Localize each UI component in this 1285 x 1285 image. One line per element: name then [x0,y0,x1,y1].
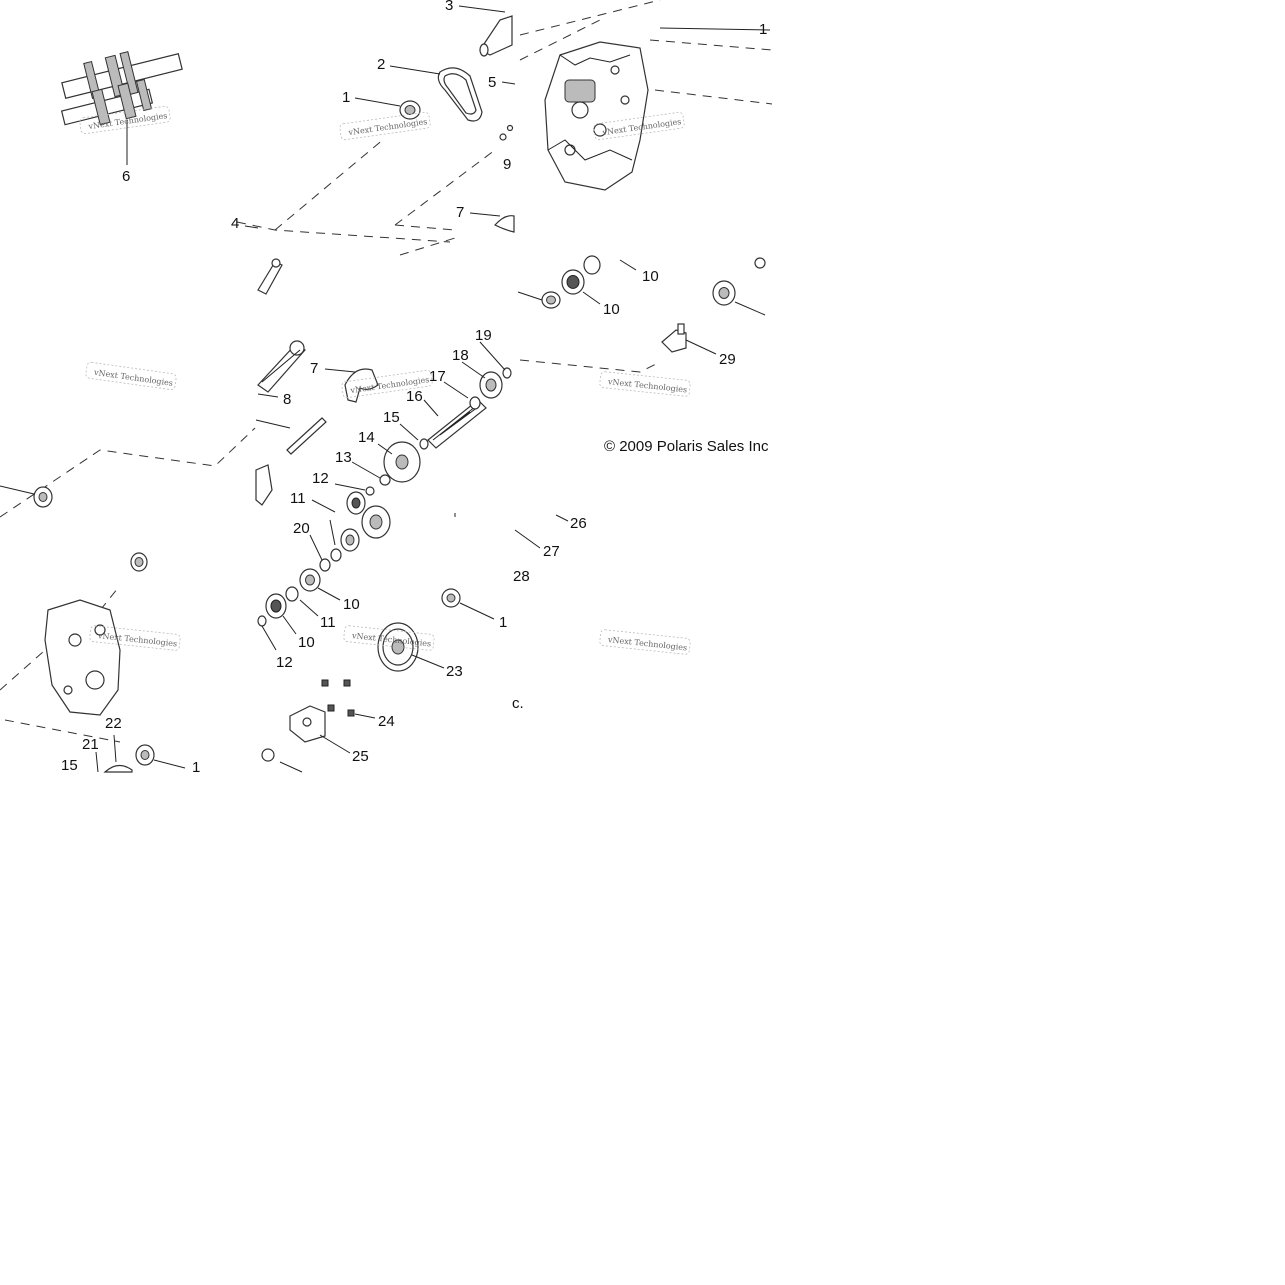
callout-3: 3 [445,0,453,14]
small-parts-9 [499,124,514,141]
leaders-26-28 [454,513,569,549]
callout-28: 28 [513,568,530,585]
bearing-part-10-left [517,291,561,309]
plug-part-29 [661,323,717,355]
callout-17: 17 [429,368,446,385]
callout-14: 14 [358,429,375,446]
callout-21: 21 [82,736,99,753]
callout-22: 22 [105,715,122,732]
shift-fork-part-7-top [469,212,515,233]
callout-7-mid: 7 [310,360,318,377]
belt-part-2 [389,65,483,122]
callout-5: 5 [488,74,496,91]
callout-23: 23 [446,663,463,680]
watermark-6: vNext Technologies [599,371,691,397]
output-shaft-assembly [334,341,512,496]
callout-11-lower: 11 [320,614,336,631]
callout-1-top-right: 1 [759,21,767,38]
callout-27: 27 [543,543,560,560]
assembly-dashed-lines [0,0,773,743]
callout-1-lower-mid: 1 [499,614,507,631]
callout-4: 4 [231,215,239,232]
bearing-stack-10-11-lower [257,568,341,651]
watermark-text: vNext Technologies [607,377,688,394]
callout-labels: 3 1 2 5 1 9 6 7 4 10 10 19 29 18 7 17 8 … [61,0,767,776]
shaft-part-4 [244,225,283,295]
bolts-part-24 [321,679,376,719]
gear-stack-11-20 [309,491,391,572]
callout-15-mid: 15 [383,409,400,426]
bottom-left-parts [95,734,186,773]
callout-2: 2 [377,56,385,73]
watermark-4: vNext Technologies [85,361,177,391]
gear-cluster-assembly [60,51,183,165]
callout-18: 18 [452,347,469,364]
callout-25: 25 [352,748,369,765]
callout-19: 19 [475,327,492,344]
ring-bottom [261,748,303,773]
callout-1-bottom: 1 [192,759,200,776]
bearing-part-1-lower [441,588,495,620]
copyright-text: © 2009 Polaris Sales Inc [604,438,769,455]
watermark-text: vNext Technologies [607,635,688,652]
watermark-text: vNext Technologies [93,368,174,388]
bearing-part-1-top [354,97,421,120]
callout-8: 8 [283,391,291,408]
callout-11-top: 11 [290,490,306,507]
callout-12-top: 12 [312,470,329,487]
callout-10-lower: 10 [343,596,360,613]
bearing-part-10-a [561,255,637,305]
watermark-text: vNext Technologies [347,117,428,137]
callout-10-mid: 10 [603,301,620,318]
leader-part-5 [501,81,516,85]
flange-part-25 [289,705,351,754]
callout-9: 9 [503,156,511,173]
shift-drum-part-8 [257,340,306,398]
callout-7-top: 7 [456,204,464,221]
gear-part-23 [377,622,445,672]
bearing-part-1-right [712,257,766,316]
callout-24: 24 [378,713,395,730]
shaft-part-3 [458,5,513,57]
shift-fork-part-7-mid [324,368,379,403]
watermark-9: vNext Technologies [599,629,691,655]
shift-rod [255,417,327,455]
callout-6: 6 [122,168,130,185]
callout-29: 29 [719,351,736,368]
callout-13: 13 [335,449,352,466]
callout-26: 26 [570,515,587,532]
side-cover [44,552,148,716]
transmission-case [544,27,771,191]
callout-12-bottom: 12 [276,654,293,671]
bearing-left [0,485,53,508]
callout-1-top: 1 [342,89,350,106]
callout-10-bottom: 10 [298,634,315,651]
shift-fork-lower [255,464,273,506]
callout-20: 20 [293,520,310,537]
callout-10-right: 10 [642,268,659,285]
callout-16: 16 [406,388,423,405]
callout-15-bottom: 15 [61,757,78,774]
callout-c: c. [512,695,524,712]
